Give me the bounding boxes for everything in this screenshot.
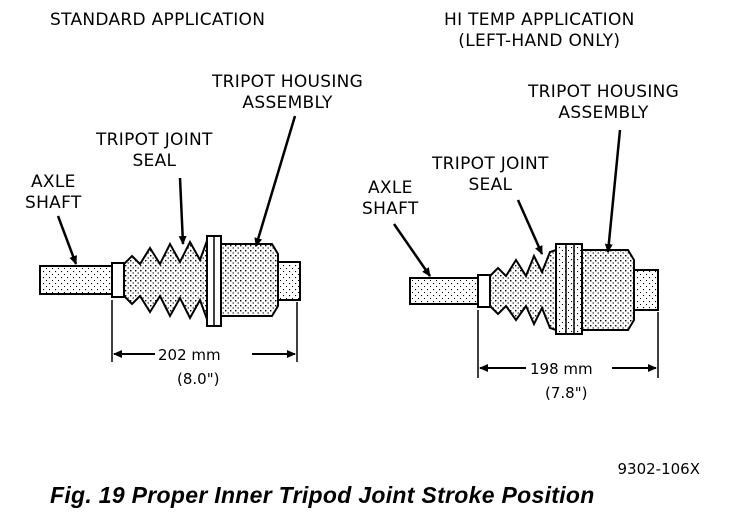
left-housing-leader: [254, 115, 297, 247]
left-seal-label-line2: SEAL: [132, 151, 177, 171]
right-housing-leader: [604, 129, 622, 253]
left-boot-clamp: [111, 262, 125, 298]
right-housing-label-line1: TRIPOT HOUSING: [528, 82, 680, 102]
right-dimension-in: (7.8"): [545, 384, 588, 402]
left-shaft-label-line2: SHAFT: [25, 193, 82, 213]
left-housing-label-line2: ASSEMBLY: [242, 93, 333, 113]
left-seal-boot: [123, 237, 209, 323]
right-shaft-label-line2: SHAFT: [362, 199, 419, 219]
right-axle-shaft: [409, 277, 483, 305]
right-shaft-label: AXLE SHAFT: [362, 178, 419, 220]
left-housing-stub: [277, 261, 301, 301]
right-housing-label: TRIPOT HOUSING ASSEMBLY: [528, 82, 679, 124]
left-heading: STANDARD APPLICATION: [50, 10, 266, 30]
right-seal-label: TRIPOT JOINT SEAL: [432, 154, 549, 196]
left-assembly: [39, 115, 301, 362]
right-heading-line2: (LEFT-HAND ONLY): [458, 31, 621, 51]
right-tripot-housing: [581, 249, 635, 331]
left-shaft-label-line1: AXLE: [30, 172, 76, 192]
figure-caption: Fig. 19 Proper Inner Tripod Joint Stroke…: [50, 482, 595, 508]
left-seal-leader: [178, 177, 187, 245]
left-shaft-label: AXLE SHAFT: [25, 172, 82, 214]
right-shaft-leader: [392, 223, 432, 277]
left-housing-label: TRIPOT HOUSING ASSEMBLY: [212, 72, 363, 114]
right-heading-line1: HI TEMP APPLICATION: [444, 10, 635, 30]
right-heading: HI TEMP APPLICATION (LEFT-HAND ONLY): [444, 10, 635, 52]
left-tripot-housing: [220, 243, 279, 317]
left-seal-label-line1: TRIPOT JOINT: [96, 130, 213, 150]
left-dimension-mm: 202 mm: [158, 346, 221, 364]
left-axle-shaft: [39, 265, 123, 295]
left-seal-label: TRIPOT JOINT SEAL: [96, 130, 213, 172]
right-dimension-mm: 198 mm: [530, 360, 593, 378]
right-housing-label-line2: ASSEMBLY: [558, 103, 649, 123]
right-seal-label-line1: TRIPOT JOINT: [432, 154, 549, 174]
right-housing-stub: [633, 269, 659, 311]
left-shaft-leader: [56, 215, 78, 265]
right-boot-collar: [555, 243, 583, 335]
right-boot-clamp: [477, 274, 491, 308]
right-seal-boot: [489, 248, 557, 332]
figure-code: 9302-106X: [617, 460, 701, 478]
right-shaft-label-line1: AXLE: [367, 178, 413, 198]
left-dimension-in: (8.0"): [177, 370, 220, 388]
right-assembly: [392, 129, 659, 378]
left-housing-label-line1: TRIPOT HOUSING: [212, 72, 364, 92]
right-seal-leader: [516, 199, 544, 255]
right-seal-label-line2: SEAL: [468, 175, 513, 195]
